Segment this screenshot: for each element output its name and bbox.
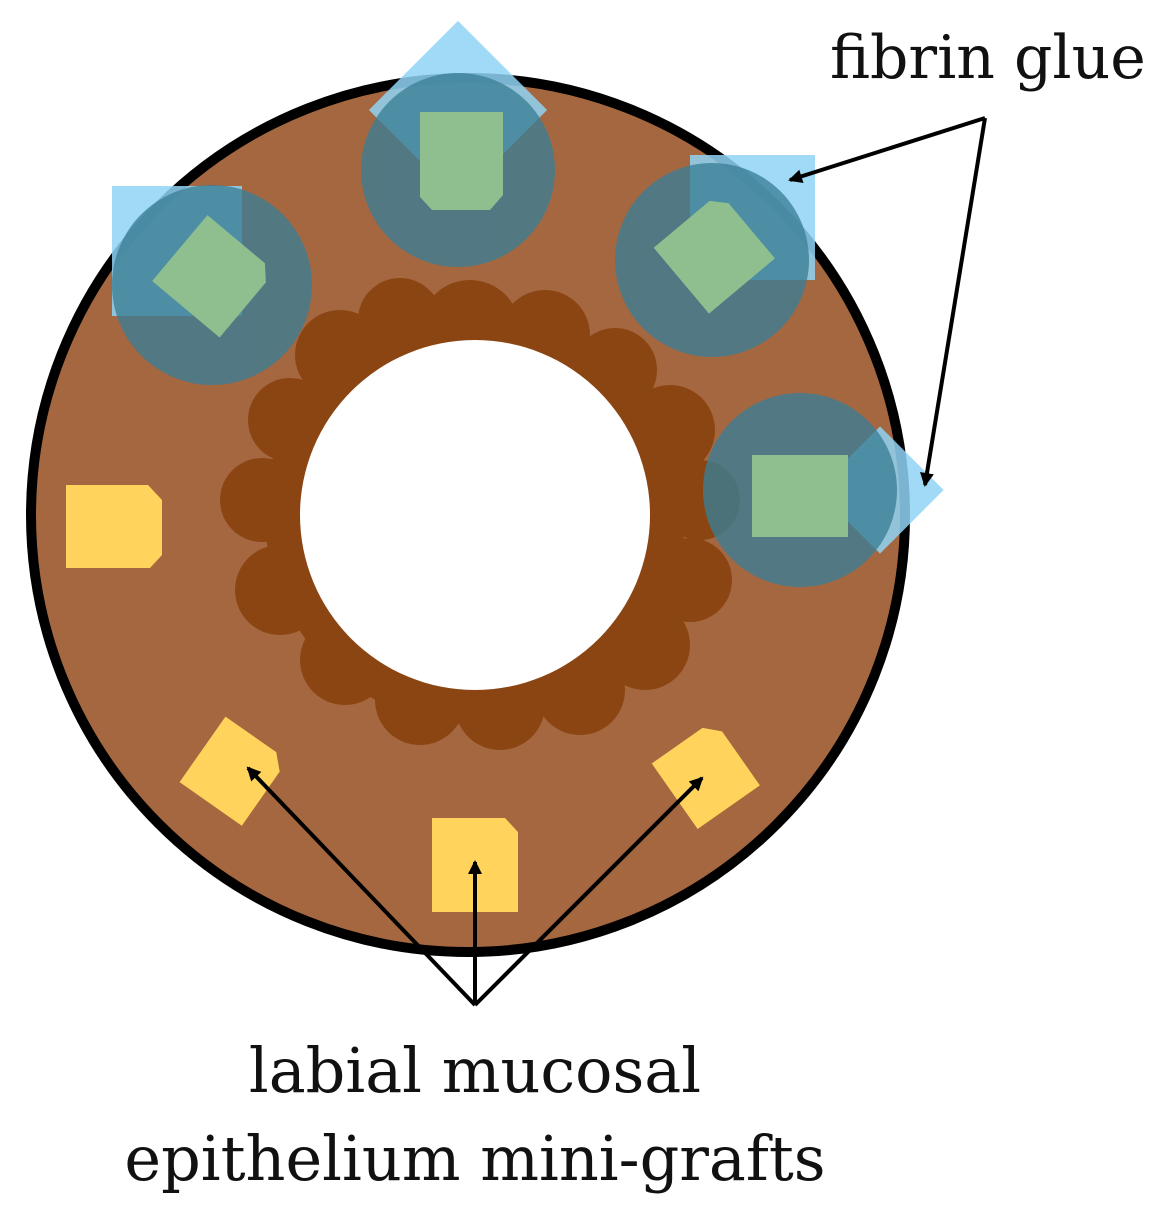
green-graft-right: [752, 455, 848, 537]
yellow-grafts: [66, 485, 760, 912]
graft-arrow-right: [473, 776, 704, 1007]
fibrin-glue-arrows: [788, 116, 987, 487]
graft-bottom-right: [651, 727, 760, 829]
green-graft-top: [420, 112, 503, 210]
grafts-label-line2: epithelium mini-grafts: [124, 1122, 825, 1195]
lumen: [300, 340, 650, 690]
fibrin-glue-label: fibrin glue: [830, 23, 1146, 93]
glue-arrow-right: [920, 117, 987, 487]
graft-left: [66, 485, 162, 568]
graft-arrows: [246, 766, 704, 1007]
green-graft-upper-left: [152, 215, 266, 338]
graft-arrow-left: [246, 766, 477, 1007]
green-graft-upper-right: [653, 200, 775, 314]
glue-arrow-top: [788, 116, 986, 184]
grafts-label-line1: labial mucosal: [249, 1034, 701, 1107]
graft-bottom-left: [179, 716, 280, 826]
green-grafts: [152, 112, 848, 537]
